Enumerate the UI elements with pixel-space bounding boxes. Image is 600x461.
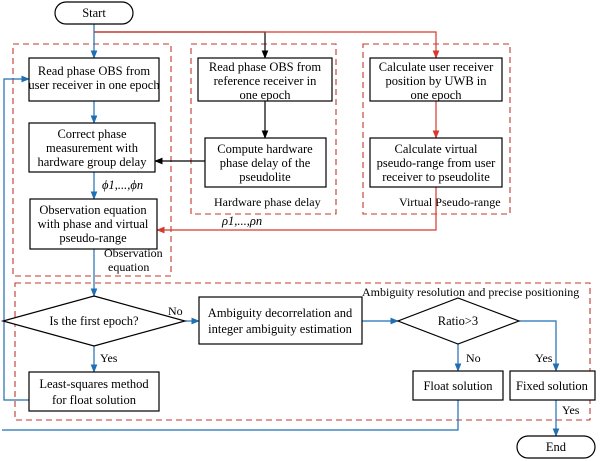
read-ref-box — [197, 57, 333, 102]
correct-phase-line-1: Correct phase — [57, 127, 127, 141]
edge-virtual-to-obs — [156, 187, 437, 234]
read-ref-line-3: one epoch — [239, 88, 291, 102]
yes-first-epoch-label: Yes — [100, 351, 118, 365]
read-user-line-2: user receiver in one epoch — [28, 78, 160, 92]
group-observation-equation — [12, 43, 172, 277]
ambiguity-box — [198, 296, 363, 345]
first-epoch-decision — [0, 295, 188, 347]
float-solution-box — [412, 370, 504, 401]
group-hardware-phase-delay — [190, 43, 337, 215]
first-epoch-label: Is the first epoch? — [49, 314, 139, 328]
fixed-solution-label: Fixed solution — [516, 379, 589, 393]
compute-hw-box — [204, 137, 327, 188]
calc-uwb-line-2: position by UWB in — [385, 74, 487, 88]
correct-phase-line-3: hardware group delay — [38, 155, 148, 169]
obs-eq-line-2: with phase and virtual — [38, 217, 149, 231]
ambiguity-line-2: integer ambiguity estimation — [208, 322, 352, 336]
compute-hw-line-3: pseudolite — [239, 170, 291, 184]
rho-label: ρ1,...,ρn — [221, 214, 262, 228]
calc-virtual-box — [369, 137, 503, 188]
end-terminal — [516, 435, 596, 459]
edge-start-to-calc-uwb — [94, 31, 440, 59]
start-label: Start — [82, 6, 106, 20]
read-ref-line-2: reference receiver in — [214, 74, 317, 88]
calc-uwb-box — [369, 57, 503, 102]
yes-ratio-label: Yes — [535, 351, 553, 365]
group-label-virtual-pseudo-range: Virtual Pseudo-range — [399, 195, 501, 209]
calc-virtual-line-1: Calculate virtual — [395, 142, 478, 156]
fixed-solution-box — [509, 370, 596, 401]
read-user-box — [28, 57, 160, 102]
obs-eq-line-1: Observation equation — [39, 203, 147, 217]
read-user-line-1: Read phase OBS from — [38, 64, 150, 78]
calc-uwb-line-1: Calculate user receiver — [379, 60, 494, 74]
edge-least-squares-loop — [3, 75, 40, 401]
least-squares-box — [28, 371, 160, 412]
no-ratio-label: No — [466, 351, 481, 365]
no-first-epoch-label: No — [168, 304, 183, 318]
least-squares-line-2: for float solution — [52, 393, 137, 407]
yes-fixed-label: Yes — [562, 403, 580, 417]
calc-uwb-line-3: one epoch — [410, 88, 462, 102]
group-label-hardware-phase-delay: Hardware phase delay — [214, 195, 321, 209]
ambiguity-line-1: Ambiguity decorrelation and — [208, 306, 353, 320]
compute-hw-line-2: phase delay of the — [220, 156, 311, 170]
group-ambiguity-resolution — [14, 282, 591, 421]
phi-label: ϕ1,...,ϕn — [102, 178, 143, 192]
ratio-label: Ratio>3 — [438, 314, 478, 328]
obs-eq-box — [29, 198, 158, 250]
obs-eq-line-3: pseudo-range — [59, 231, 127, 245]
correct-phase-box — [28, 122, 156, 173]
group-label-observation-line-2: equation — [108, 260, 149, 274]
group-label-ambiguity-resolution: Ambiguity resolution and precise positio… — [362, 285, 579, 299]
correct-phase-line-2: measurement with — [46, 141, 139, 155]
calc-virtual-line-2: pseudo-range from user — [377, 156, 497, 170]
calc-virtual-line-3: receiver to pseudolite — [382, 170, 490, 184]
compute-hw-line-1: Compute hardware — [217, 142, 313, 156]
edge-float-loop — [2, 400, 459, 431]
start-terminal — [54, 1, 134, 25]
edge-start-to-read-ref — [94, 31, 269, 59]
ratio-decision — [396, 297, 521, 345]
end-label: End — [546, 440, 567, 454]
edge-ratio-to-fixed — [519, 320, 560, 372]
float-solution-label: Float solution — [423, 379, 493, 393]
read-ref-line-1: Read phase OBS from — [209, 60, 321, 74]
least-squares-line-1: Least-squares method — [39, 377, 149, 391]
